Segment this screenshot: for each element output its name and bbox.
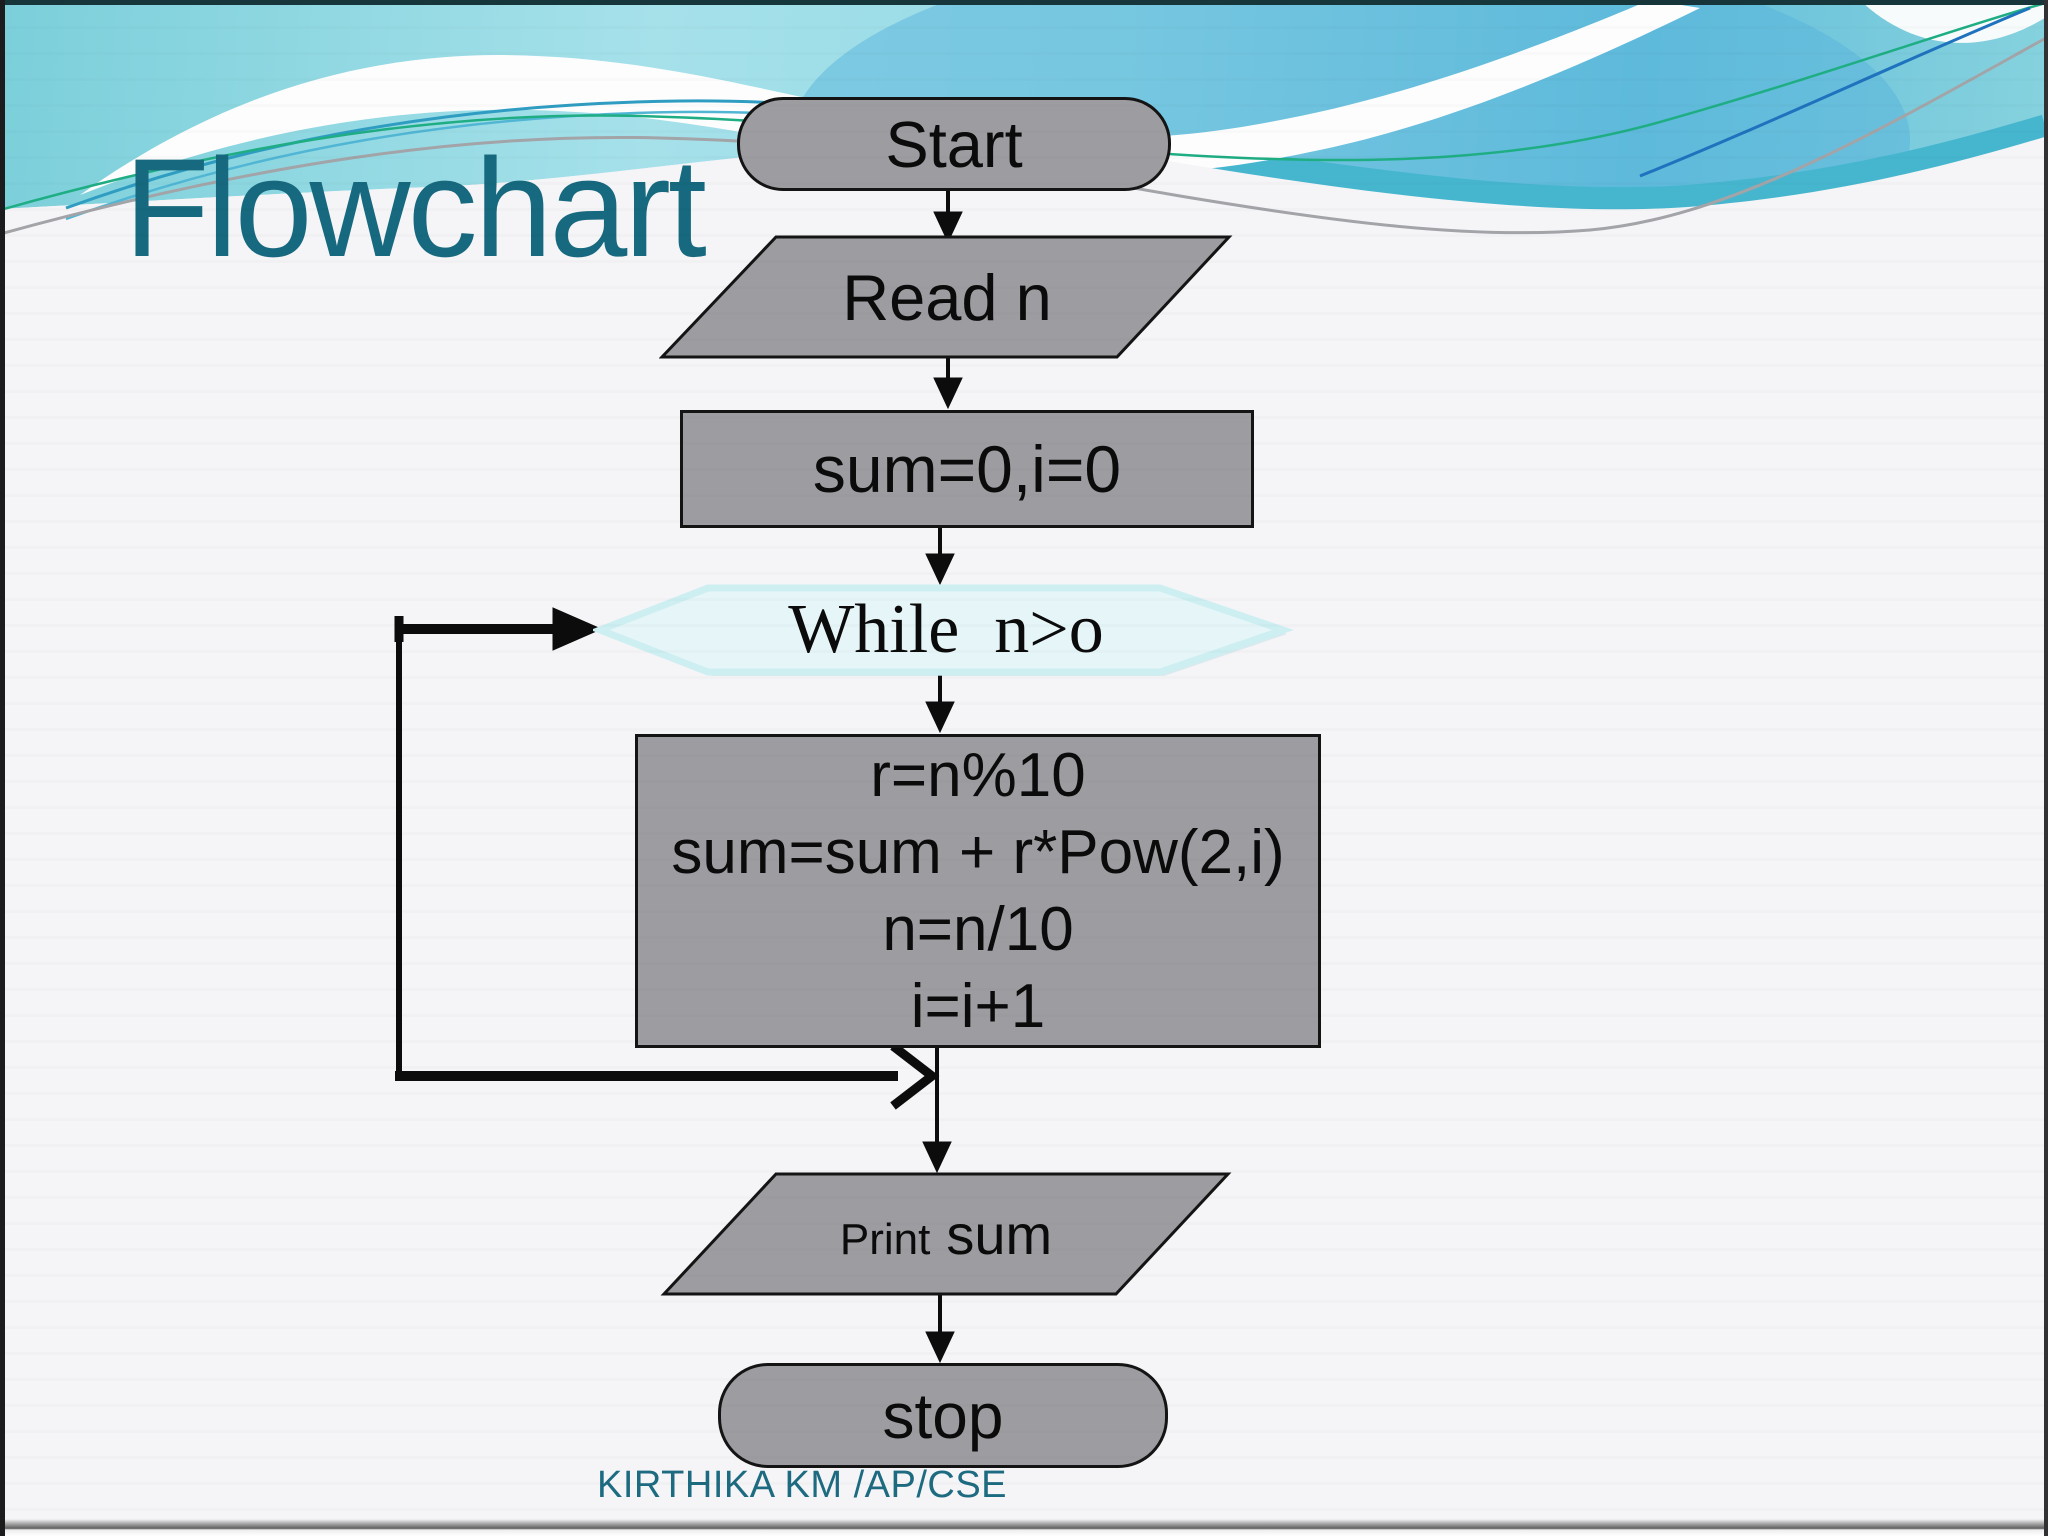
read-n-label: Read n bbox=[842, 260, 1052, 334]
loop-body-line-4: i=i+1 bbox=[910, 972, 1046, 1041]
flowchart-node-start: Start bbox=[737, 97, 1171, 191]
slide-title: Flowchart bbox=[124, 129, 707, 286]
wave-dark-edge-band bbox=[1146, 114, 2048, 232]
wave-white-corner-wedge bbox=[1860, 0, 2048, 43]
flowchart-node-init: sum=0,i=0 bbox=[680, 410, 1254, 528]
slide-border-top bbox=[0, 0, 2048, 5]
flowchart-node-stop: stop bbox=[718, 1363, 1168, 1468]
loop-body-line-2: sum=sum + r*Pow(2,i) bbox=[671, 818, 1285, 887]
flowchart-node-loop-body: r=n%10 sum=sum + r*Pow(2,i) n=n/10 i=i+1 bbox=[635, 734, 1321, 1048]
loop-body-line-1: r=n%10 bbox=[870, 741, 1086, 810]
slide-border-left bbox=[0, 0, 5, 1536]
arrow-print-stop-head bbox=[925, 1331, 955, 1364]
flowchart-node-print-sum: Print sum bbox=[657, 1171, 1235, 1297]
print-parallelogram-shape bbox=[660, 1172, 1232, 1296]
loop-bottom-chevron-head bbox=[890, 1042, 940, 1110]
accent-line-gray bbox=[0, 36, 2047, 236]
print-label: Print sum bbox=[840, 1202, 1052, 1267]
init-label: sum=0,i=0 bbox=[812, 432, 1122, 506]
loop-body-line-3: n=n/10 bbox=[882, 895, 1074, 964]
start-label: Start bbox=[885, 107, 1023, 181]
flowchart-node-read-n: Read n bbox=[659, 234, 1235, 360]
accent-line-blue-corner bbox=[1639, 6, 2031, 178]
print-label-prefix: Print bbox=[839, 1214, 931, 1264]
stop-label: stop bbox=[882, 1379, 1004, 1452]
read-n-parallelogram-shape bbox=[659, 235, 1233, 359]
slide-border-right bbox=[2044, 0, 2048, 1536]
flowchart-node-while-decision: While n>o bbox=[593, 582, 1299, 678]
footer-credit: KIRTHIKA KM /AP/CSE bbox=[597, 1464, 1008, 1506]
arrow-start-read-head bbox=[933, 211, 963, 244]
arrow-init-while-head bbox=[925, 553, 955, 586]
wave-white-ribbon bbox=[80, 0, 1700, 195]
loop-arrow-into-while-head bbox=[552, 607, 603, 651]
print-label-variable: sum bbox=[946, 1202, 1053, 1266]
while-hexagon-shape bbox=[593, 584, 1294, 676]
arrow-while-body-head bbox=[925, 701, 955, 734]
arrow-body-print-head bbox=[922, 1141, 952, 1174]
while-condition-label: While n>o bbox=[788, 591, 1104, 668]
loop-body-lines: r=n%10 sum=sum + r*Pow(2,i) n=n/10 i=i+1 bbox=[671, 737, 1284, 1045]
arrow-read-init-head bbox=[933, 377, 963, 410]
slide-border-bottom bbox=[0, 1519, 2048, 1536]
